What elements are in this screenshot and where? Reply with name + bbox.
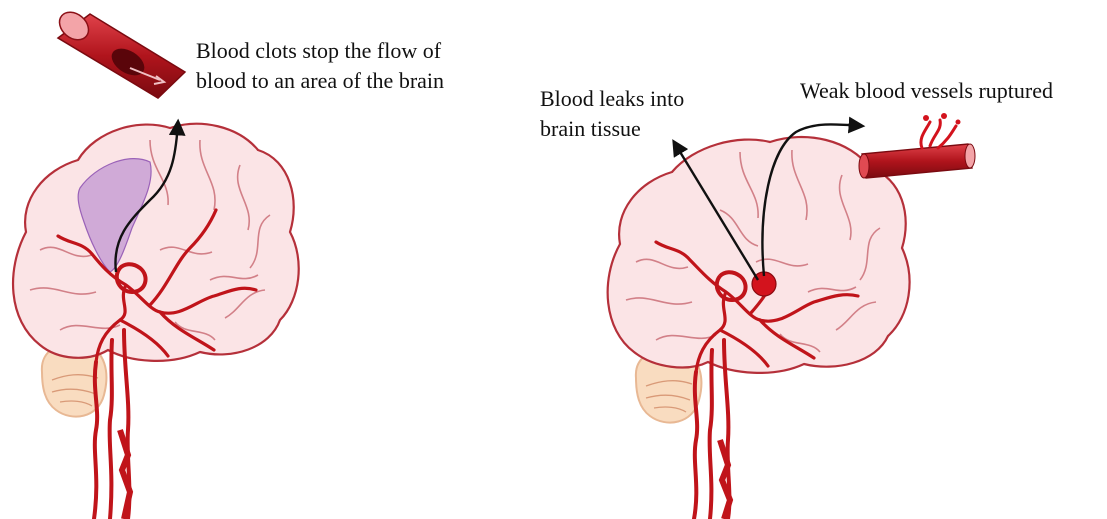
hemorrhagic-brain	[608, 137, 910, 519]
ischemic-cerebrum-outline	[13, 124, 299, 361]
ischemic-caption-line-1: Blood clots stop the flow of	[196, 36, 444, 66]
ruptured-vessel-icon	[859, 113, 975, 178]
ischemic-caption-line-2: blood to an area of the brain	[196, 66, 444, 96]
rupture-caption: Weak blood vessels ruptured	[800, 76, 1053, 106]
leak-caption: Blood leaks into brain tissue	[540, 84, 684, 144]
ischemic-caption: Blood clots stop the flow of blood to an…	[196, 36, 444, 96]
leak-caption-line-2: brain tissue	[540, 114, 684, 144]
leak-caption-line-1: Blood leaks into	[540, 84, 684, 114]
ischemic-brain	[13, 124, 299, 519]
clotted-vessel-icon	[54, 7, 185, 98]
